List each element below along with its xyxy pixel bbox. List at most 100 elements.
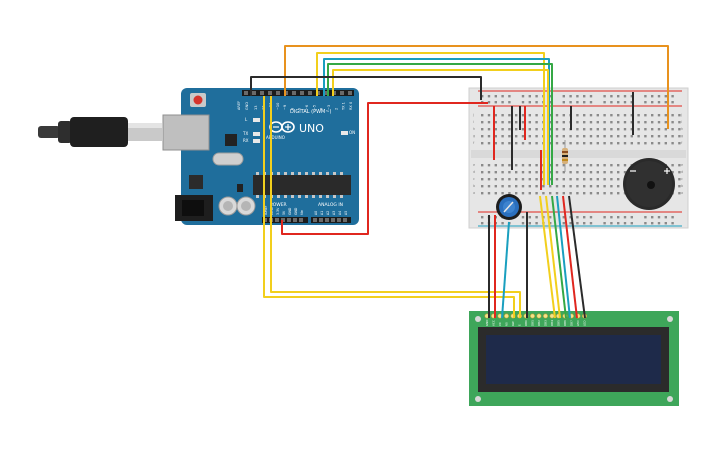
breadboard-hole [589, 142, 593, 145]
row-letter: e [473, 163, 475, 167]
breadboard-hole [487, 142, 491, 145]
breadboard-hole [535, 142, 538, 145]
breadboard-hole [569, 216, 572, 219]
breadboard-hole [657, 222, 661, 225]
breadboard-hole [610, 185, 613, 188]
breadboard-hole [494, 128, 497, 131]
breadboard-hole [637, 114, 640, 117]
breadboard-hole [508, 171, 511, 174]
digital-pin-label: 7 [298, 108, 302, 110]
breadboard-hole [576, 135, 579, 138]
breadboard-hole [481, 95, 484, 98]
breadboard-hole [528, 121, 531, 124]
breadboard-hole [542, 192, 545, 195]
breadboard-hole [562, 222, 565, 225]
breadboard-hole [528, 185, 531, 188]
breadboard-hole [549, 185, 552, 188]
breadboard-hole [610, 171, 613, 174]
row-letter: e [681, 163, 683, 167]
breadboard-hole [678, 164, 681, 167]
breadboard-hole [657, 101, 661, 104]
power-pin-label: 3.3V [276, 207, 280, 215]
breadboard-hole [508, 114, 511, 117]
breadboard-hole [521, 222, 525, 225]
breadboard-hole [569, 171, 572, 174]
breadboard-hole [481, 222, 484, 225]
breadboard-hole [596, 135, 599, 138]
breadboard-hole [644, 216, 647, 219]
breadboard-hole [644, 101, 647, 104]
breadboard-hole [583, 114, 586, 117]
breadboard-hole [589, 216, 593, 219]
digital-pin-label: TX 1 [342, 102, 346, 111]
breadboard-hole [481, 185, 484, 188]
breadboard-hole [657, 135, 661, 138]
breadboard-hole [569, 222, 572, 225]
breadboard-hole [569, 142, 572, 145]
breadboard-hole [583, 216, 586, 219]
breadboard-hole [589, 171, 593, 174]
breadboard-hole [664, 142, 667, 145]
breadboard-hole [644, 95, 647, 98]
breadboard-hole [569, 95, 572, 98]
breadboard-hole [657, 114, 661, 117]
breadboard-hole [576, 178, 579, 181]
breadboard-hole [501, 178, 504, 181]
breadboard-hole [678, 114, 681, 117]
breadboard-hole [528, 164, 531, 167]
breadboard-hole [576, 95, 579, 98]
analog-pin-label: A0 [314, 211, 318, 215]
breadboard-hole [494, 142, 497, 145]
breadboard-hole [562, 164, 565, 167]
breadboard-hole [576, 185, 579, 188]
breadboard-hole [501, 121, 504, 124]
breadboard-hole [508, 135, 511, 138]
breadboard-hole [623, 101, 627, 104]
breadboard-hole [596, 164, 599, 167]
breadboard-hole [501, 142, 504, 145]
breadboard-hole [617, 95, 620, 98]
rx-label: RX [243, 138, 249, 143]
row-letter: h [473, 127, 475, 131]
breadboard-hole [644, 135, 647, 138]
lcd-pin-label: DB4 [550, 320, 554, 326]
breadboard-hole [535, 171, 538, 174]
breadboard-hole [569, 185, 572, 188]
breadboard-hole [623, 216, 627, 219]
breadboard-hole [576, 121, 579, 124]
breadboard-hole [589, 185, 593, 188]
lcd-pin-label: DB7 [570, 320, 574, 326]
digital-pin-label: 2 [334, 108, 338, 110]
lcd-pin-label: LED [576, 321, 580, 326]
lcd-pin-label: DB1 [531, 320, 535, 326]
breadboard-hole [671, 171, 674, 174]
breadboard-hole [637, 142, 640, 145]
row-letter: f [473, 141, 475, 145]
breadboard-hole [576, 142, 579, 145]
breadboard-hole [603, 164, 606, 167]
breadboard-hole [494, 95, 497, 98]
breadboard-hole [630, 142, 633, 145]
breadboard-hole [494, 192, 497, 195]
breadboard-hole [521, 101, 525, 104]
breadboard-hole [555, 121, 559, 124]
breadboard-hole [644, 222, 647, 225]
breadboard-hole [555, 171, 559, 174]
breadboard-hole [521, 114, 525, 117]
breadboard-hole [521, 135, 525, 138]
breadboard-hole [657, 128, 661, 131]
row-letter: j [680, 113, 682, 117]
breadboard-hole [576, 222, 579, 225]
breadboard-hole [664, 216, 667, 219]
breadboard-hole [528, 178, 531, 181]
breadboard-hole [494, 121, 497, 124]
tx-label: TX [242, 131, 248, 136]
breadboard-hole [589, 128, 593, 131]
lcd-pin [529, 313, 535, 319]
row-letter: d [681, 170, 683, 174]
breadboard-hole [637, 128, 640, 131]
breadboard-hole [501, 135, 504, 138]
breadboard-hole [535, 128, 538, 131]
